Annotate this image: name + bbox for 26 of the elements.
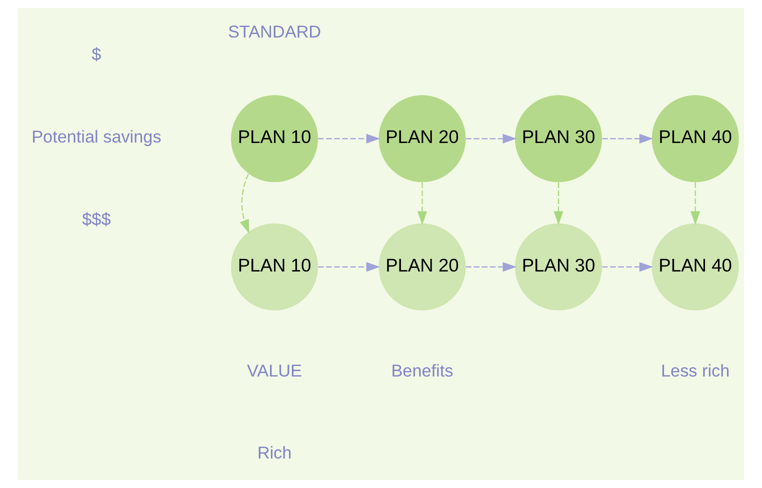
label: Potential savings [32, 126, 162, 147]
arrow [318, 134, 380, 144]
arrow [602, 262, 654, 272]
node-circle: PLAN 30 [514, 223, 602, 310]
label: VALUE [247, 360, 302, 380]
node-circle: PLAN 10 [231, 95, 318, 182]
arrow [240, 174, 250, 234]
label: Benefits [391, 360, 454, 380]
arrow [466, 134, 516, 144]
node-circle: PLAN 40 [652, 95, 739, 182]
arrow [602, 134, 654, 144]
arrow [417, 182, 428, 226]
node-circle: PLAN 10 [231, 223, 318, 310]
label: $$$ [82, 209, 111, 230]
label: $ [92, 44, 102, 64]
arrow [318, 262, 380, 272]
arrow [554, 182, 564, 226]
label: Rich [257, 442, 292, 463]
arrow [466, 262, 516, 272]
label: Less rich [661, 360, 730, 380]
node-circle: PLAN 20 [378, 223, 466, 310]
node-circle: PLAN 20 [378, 95, 466, 182]
label: STANDARD [228, 21, 322, 42]
node-circle: PLAN 30 [514, 95, 602, 182]
node-circle: PLAN 40 [652, 223, 739, 310]
arrow [690, 182, 700, 226]
